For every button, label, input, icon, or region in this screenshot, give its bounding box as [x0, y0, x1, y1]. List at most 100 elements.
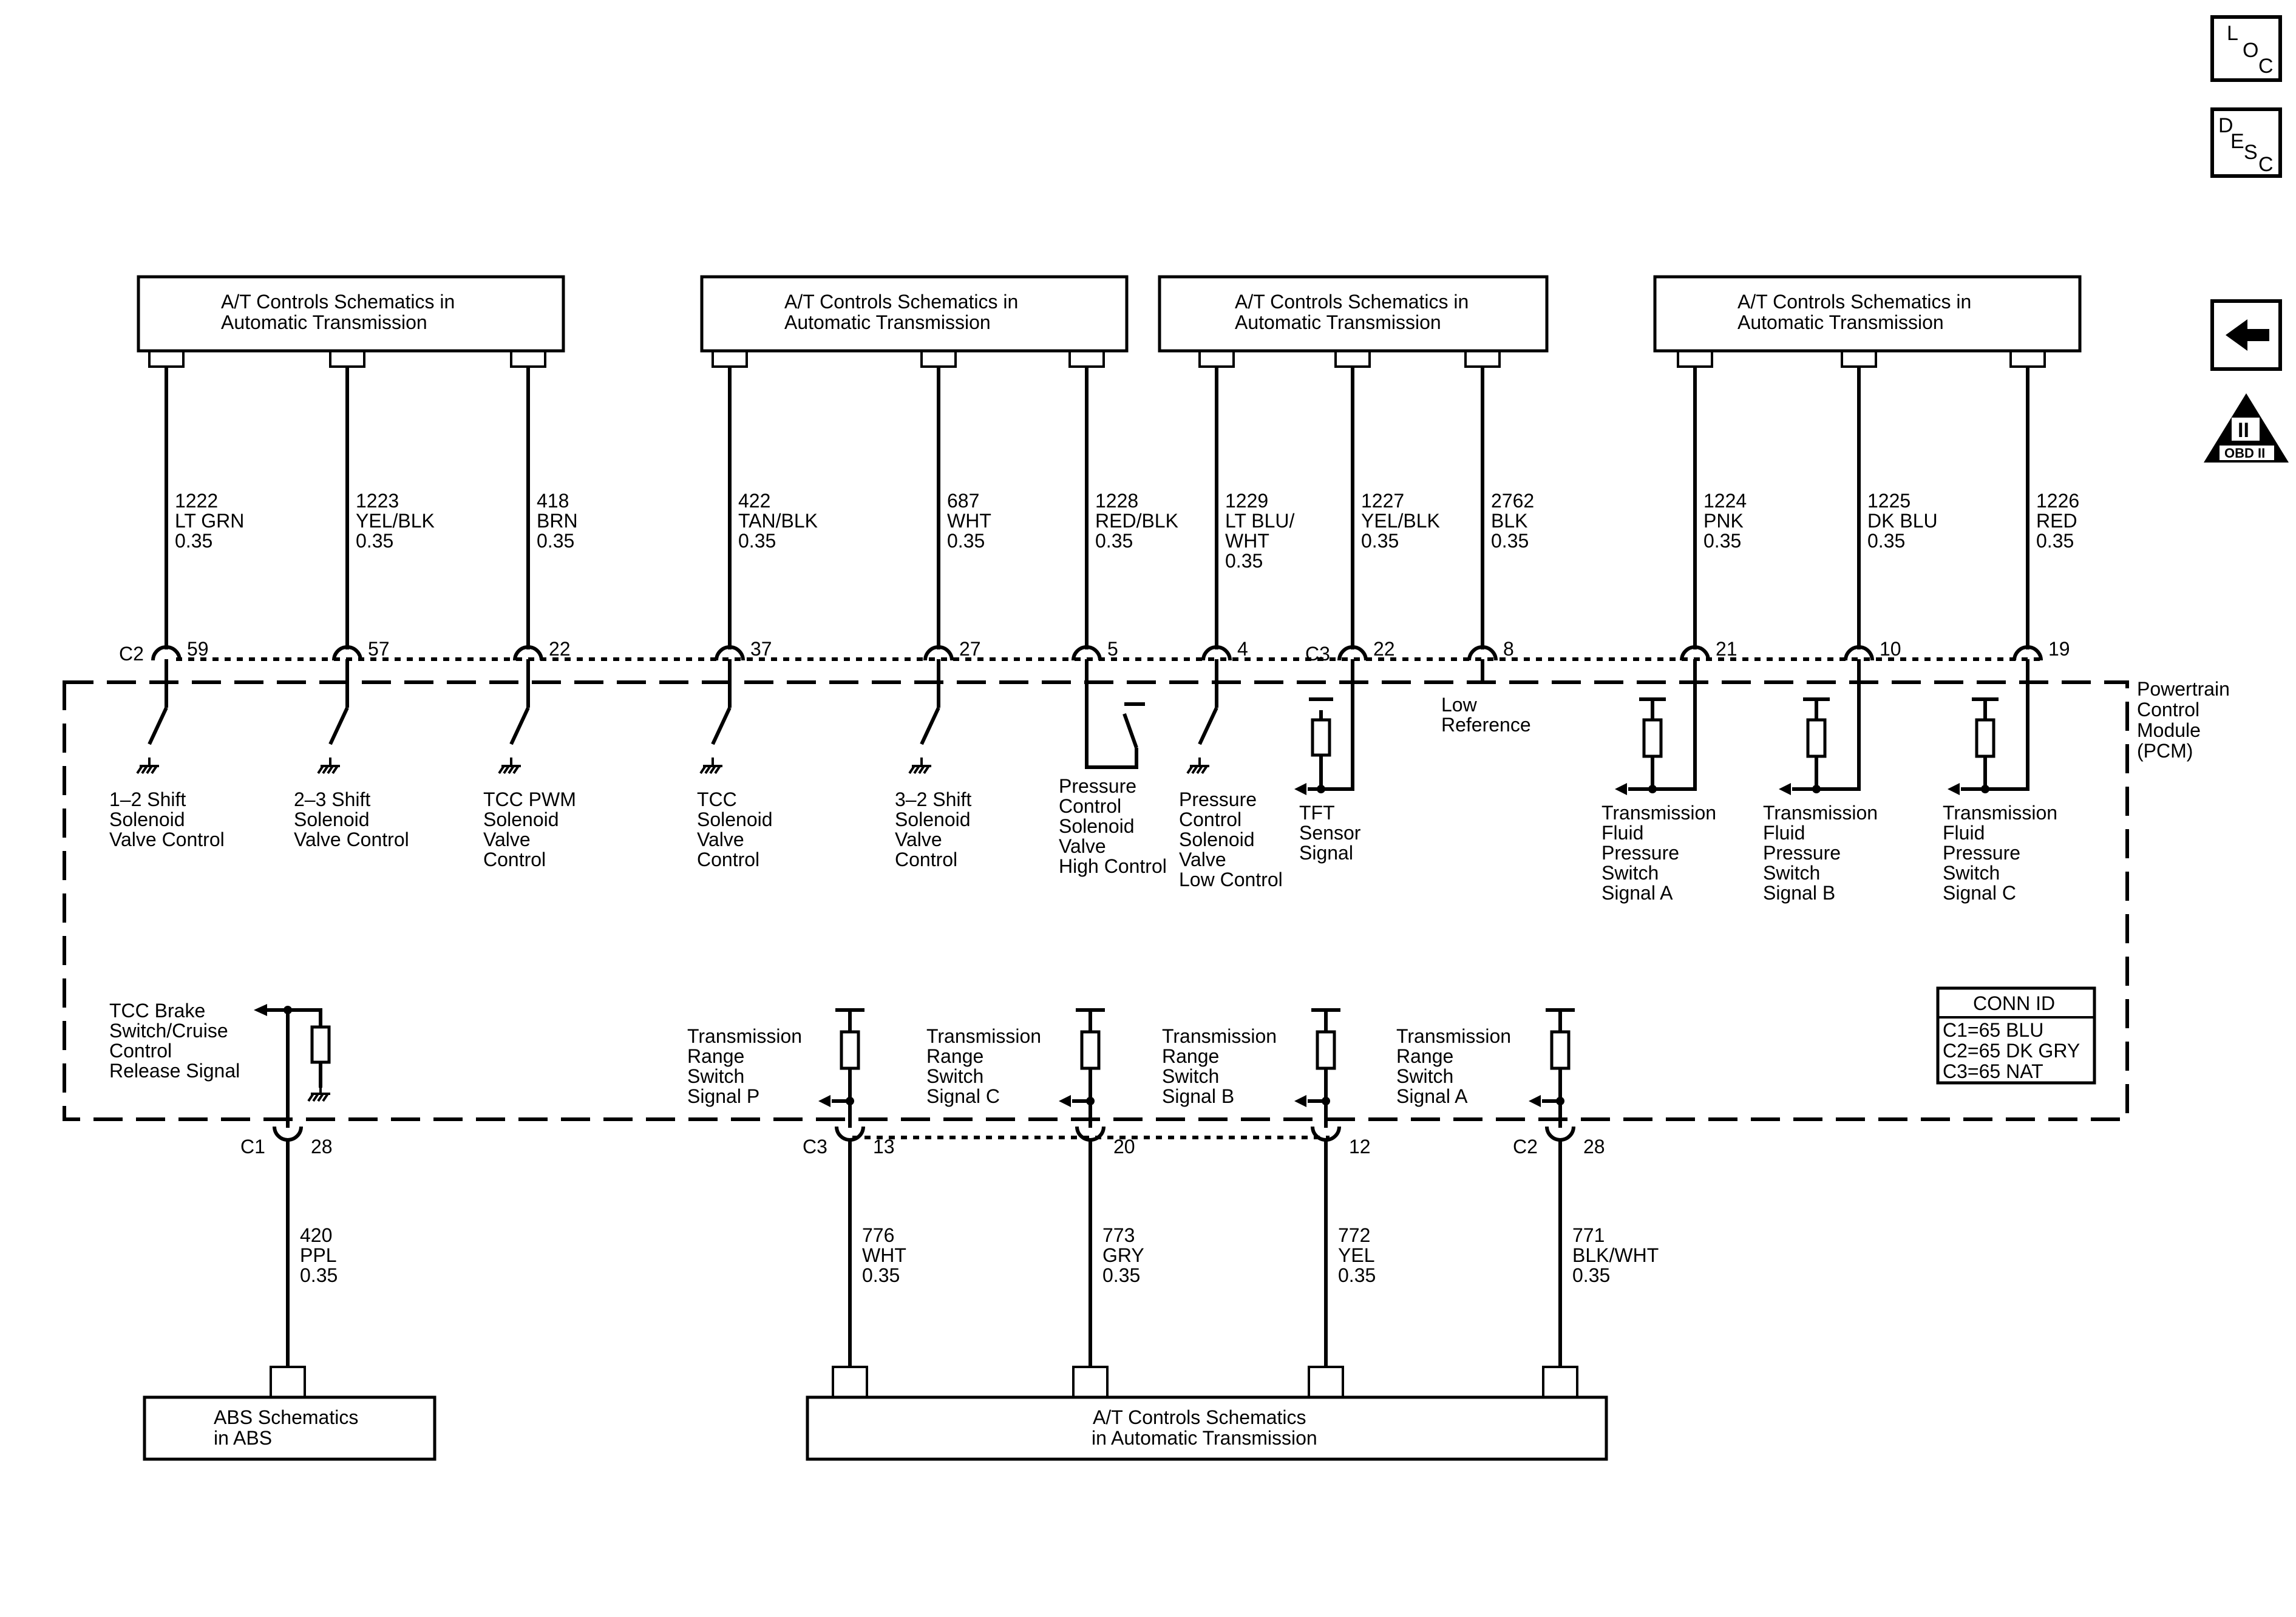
pcm-label-10-2: Fluid	[1601, 822, 1643, 844]
top-pin-12: 19	[2048, 638, 2070, 660]
desc-letter-e: E	[2230, 130, 2244, 153]
arrow-icon	[1615, 783, 1627, 795]
lower-label-1-3: Control	[109, 1040, 172, 1062]
top-wire-label-6-3: 0.35	[1095, 530, 1133, 552]
top-terminal-1	[148, 351, 185, 368]
bottom-connector-arc-3	[1075, 1126, 1106, 1142]
bottom-box-abs[interactable]: ABS Schematics in ABS	[143, 1395, 436, 1461]
top-wire-label-3-3: 0.35	[537, 530, 574, 552]
bottom-wire-label-3-1: 773	[1102, 1224, 1135, 1246]
bottom-box-at[interactable]: A/T Controls Schematics in Automatic Tra…	[806, 1395, 1608, 1461]
tcc-brake-circuit	[254, 1004, 331, 1119]
back-button[interactable]	[2210, 299, 2282, 371]
pcm-label-6-1: Pressure	[1059, 775, 1136, 797]
lower-label-2-2: Range	[687, 1045, 744, 1067]
pcm-label-3-4: Control	[483, 849, 546, 870]
ground-icon	[908, 758, 931, 775]
solenoid-switch-1	[136, 682, 168, 775]
lower-label-1-4: Release Signal	[109, 1060, 240, 1082]
lower-label-2-1: Transmission	[687, 1025, 802, 1047]
bottom-wire-label-4-2: YEL	[1338, 1244, 1374, 1266]
lower-label-3-1: Transmission	[926, 1025, 1041, 1047]
top-wire-label-11-2: DK BLU	[1867, 510, 1938, 532]
top-wire-label-9-1: 2762	[1491, 490, 1534, 512]
pcm-label-5-3: Valve	[895, 829, 942, 850]
pcm-label-12-3: Pressure	[1943, 842, 2020, 864]
top-connector-arc-5	[923, 645, 954, 661]
desc-button[interactable]: D E S C	[2210, 107, 2282, 178]
pcm-label-10-5: Signal A	[1601, 882, 1673, 904]
top-terminal-8	[1334, 351, 1371, 368]
pcm-label-7-5: Low Control	[1179, 869, 1283, 890]
bottom-box-abs-line1: ABS Schematics	[214, 1406, 358, 1428]
lower-label-5-2: Range	[1396, 1045, 1453, 1067]
arrow-icon	[818, 1095, 830, 1107]
loc-button[interactable]: L O C	[2210, 15, 2282, 82]
ground-icon	[699, 758, 722, 775]
arrow-icon	[1059, 1095, 1071, 1107]
loc-letter-l: L	[2227, 22, 2238, 45]
pressure-control-high-switch	[1085, 682, 1145, 769]
top-wire-label-8-2: YEL/BLK	[1361, 510, 1440, 532]
top-pin-1: 59	[187, 638, 209, 660]
top-terminal-12	[2009, 351, 2046, 368]
bottom-wire-label-2-1: 776	[862, 1224, 894, 1246]
bottom-wire-label-2-3: 0.35	[862, 1264, 900, 1286]
top-terminal-10	[1677, 351, 1713, 368]
top-pin-7: 4	[1237, 638, 1248, 660]
pcm-label-5-1: 3–2 Shift	[895, 788, 971, 810]
top-wire-label-5-3: 0.35	[947, 530, 985, 552]
bottom-wire-group: 420PPL0.3528C1776WHT0.3513C3773GRY0.3520…	[240, 1119, 1659, 1397]
top-box-4-line1: A/T Controls Schematics in	[1737, 291, 1971, 313]
top-wire-label-4-3: 0.35	[738, 530, 776, 552]
pcm-label-3-2: Solenoid	[483, 808, 559, 830]
pcm-label-4-2: Solenoid	[697, 808, 773, 830]
range-switch-1	[818, 1008, 864, 1119]
bottom-connector-arc-1	[273, 1126, 303, 1142]
top-terminal-6	[1068, 351, 1105, 368]
bottom-box-at-line2: in Automatic Transmission	[1092, 1427, 1317, 1449]
pcm-label-3-3: Valve	[483, 829, 531, 850]
top-wire-label-2-3: 0.35	[356, 530, 393, 552]
bottom-connector-arc-5	[1545, 1126, 1575, 1142]
top-box-3[interactable]: A/T Controls Schematics in Automatic Tra…	[1158, 275, 1549, 353]
bottom-wire-label-5-2: BLK/WHT	[1572, 1244, 1659, 1266]
top-box-2[interactable]: A/T Controls Schematics in Automatic Tra…	[700, 275, 1129, 353]
pcm-label-1-2: Solenoid	[109, 808, 185, 830]
top-wire-label-9-2: BLK	[1491, 510, 1527, 532]
top-connector-arc-6	[1072, 645, 1102, 661]
fluid-pressure-switch-2	[1779, 682, 1861, 795]
top-box-4[interactable]: A/T Controls Schematics in Automatic Tra…	[1653, 275, 2082, 353]
top-pin-10: 21	[1716, 638, 1737, 660]
bottom-box-at-line1: A/T Controls Schematics	[1093, 1406, 1306, 1428]
top-box-1[interactable]: A/T Controls Schematics in Automatic Tra…	[137, 275, 565, 353]
conn-id-table: CONN ID C1=65 BLU C2=65 DK GRY C3=65 NAT	[1936, 986, 2096, 1085]
pcm-label-7-1: Pressure	[1179, 788, 1257, 810]
lower-label-4-4: Signal B	[1162, 1085, 1234, 1107]
top-wire-label-1-1: 1222	[175, 490, 218, 512]
desc-letter-c: C	[2258, 153, 2274, 176]
top-conn-8: C3	[1305, 643, 1330, 665]
pcm-label-10-4: Switch	[1601, 862, 1659, 884]
bottom-wire-label-2-2: WHT	[862, 1244, 906, 1266]
ground-icon	[498, 758, 521, 775]
ground-icon	[317, 758, 340, 775]
pcm-label-5-4: Control	[895, 849, 957, 870]
lower-label-2-4: Signal P	[687, 1085, 759, 1107]
bottom-pin-2: 13	[873, 1136, 895, 1158]
top-connector-arc-10	[1680, 645, 1710, 661]
top-terminal-4	[712, 351, 748, 368]
bottom-wire-label-1-1: 420	[300, 1224, 332, 1246]
top-box-3-line2: Automatic Transmission	[1235, 311, 1441, 333]
top-pin-2: 57	[368, 638, 390, 660]
lower-label-3-4: Signal C	[926, 1085, 1000, 1107]
obd-ii-badge[interactable]: II OBD II	[2204, 393, 2289, 463]
